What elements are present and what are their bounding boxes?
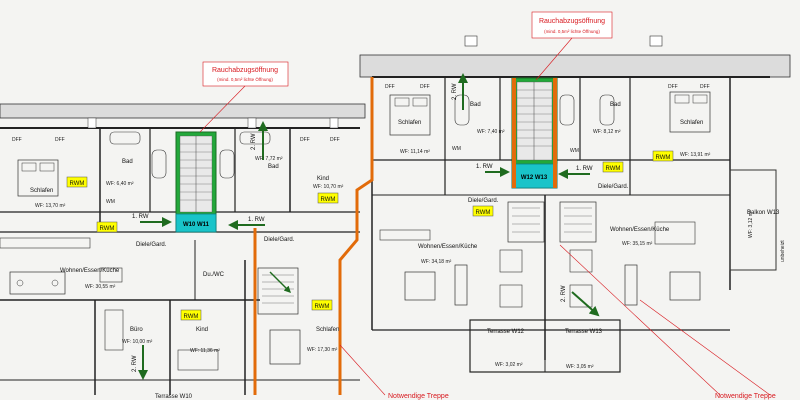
room-terrasse-w12: Terrasse W12 [487,329,525,335]
room-terrasse-w13: Terrasse W13 [565,329,603,335]
stair-label-right: W12 W13 [521,175,548,181]
room-diele-center: Diele/Gard. [264,237,295,243]
room-schlafen-w13: Schlafen [680,120,703,126]
room-buero: Büro [130,327,143,333]
room-diele-w12: Diele/Gard. [468,198,499,204]
rwm-tags: RWM RWM RWM RWM RWM RWM RWM RWM [66,150,674,321]
smoke-vent-annotation-right: Rauchabzugsöffnung (mind. 0,5m² lichte Ö… [531,11,613,81]
room-schlafen-w13-area: WF: 13,91 m² [680,152,711,158]
room-schlafen-left-area: WF: 13,70 m² [35,203,66,209]
room-diele-left: Diele/Gard. [136,242,167,248]
orange-walls [253,77,374,395]
escape-route-label-left: Notwendige Treppe [388,393,449,400]
room-wohnen-w13: Wohnen/Essen/Küche [610,227,670,233]
rwm-tag-4: RWM [315,304,330,310]
room-terrasse-w10: Terrasse W10 [155,394,193,400]
left-building [0,103,366,395]
wm-tag-1: WM [106,199,115,205]
room-balkon-w13-area: WF: 3,12 m² [748,210,754,238]
room-bad-left: Bad [122,159,133,165]
smoke-vent-sub-right: (mind. 0,5m² lichte Öffnung) [544,28,600,34]
rwm-tag-7: RWM [476,210,491,216]
room-schlafen-w12-area: WF: 11,14 m² [400,149,430,155]
escape-route-annotation: Notwendige Treppe Notwendige Treppe [339,244,776,400]
room-schlafen-left: Schlafen [30,188,53,194]
room-bad-w12: Bad [470,102,481,108]
room-terrasse-w12-area: WF: 3,02 m² [495,362,523,368]
smoke-vent-annotation-left: Rauchabzugsöffnung (mind. 0,5m² lichte Ö… [199,61,289,133]
room-wohnen-w12-area: WF: 34,18 m² [421,259,452,265]
room-kind-upper-area: WF: 10,70 m² [313,184,344,190]
smoke-vent-title-right: Rauchabzugsöffnung [539,18,605,25]
room-balkon-w13: Balkon W13 [747,210,780,216]
rwm-tag-1: RWM [70,181,85,187]
stairwell-right: W12 W13 [511,77,558,189]
route-arrows: 1. RW 1. RW 1. RW 1. RW 2. RW 2. RW 2. R… [132,73,600,380]
wm-tag-3: WM [570,148,579,154]
room-wohnen-left: Wohnen/Essen/Küche [60,268,120,274]
route-2rw-terrace: 2. RW [561,285,567,302]
room-bad-w13: Bad [610,102,621,108]
wm-tag-2: WM [452,146,461,152]
room-wohnen-w13-area: WF: 35,15 m² [622,241,653,247]
stair-label-left: W10 W11 [183,222,210,228]
room-schlafen-center: Schlafen [316,327,339,333]
route-2rw-buero: 2. RW [132,355,138,372]
room-kind-lower: Kind [196,327,208,333]
room-wohnen-w12: Wohnen/Essen/Küche [418,244,478,250]
dff-tag-3: DFF [300,137,310,143]
dff-tag-5: DFF [385,84,395,90]
room-diele-w13: Diele/Gard. [598,184,629,190]
room-kind-lower-area: WF: 11,36 m² [190,348,220,354]
rwm-tag-5: RWM [184,314,199,320]
misc-tags: DFF DFF DFF DFF DFF DFF DFF DFF WM WM WM [12,84,710,205]
rwm-tag-2: RWM [321,197,336,203]
route-1rw-w12: 1. RW [476,164,493,170]
dff-tag-1: DFF [12,137,22,143]
dff-tag-8: DFF [700,84,710,90]
room-schlafen-center-area: WF: 17,30 m² [307,347,338,353]
dff-tag-4: DFF [330,137,340,143]
room-labels: Schlafen WF: 13,70 m² Bad WF: 6,40 m² Ba… [30,102,786,400]
rwm-tag-6: RWM [656,155,671,161]
route-2rw-w12: 2. RW [452,83,458,100]
smoke-vent-sub-left: (mind. 0,5m² lichte Öffnung) [217,76,273,82]
room-schlafen-w12: Schlafen [398,120,421,126]
escape-route-label-right: Notwendige Treppe [715,393,776,400]
room-bad-w12-area: WF: 7,40 m² [477,129,505,135]
room-terrasse-w13-area: WF: 3,05 m² [566,364,594,370]
route-1rw-w13: 1. RW [576,166,593,172]
dff-tag-2: DFF [55,137,65,143]
room-bad-center: Bad [268,164,279,170]
room-du-wc: Du./WC [203,272,225,278]
room-buero-area: WF: 10,00 m² [122,339,153,345]
route-2rw-center: 2. RW [251,133,257,150]
stairwell-left: W10 W11 [175,131,217,233]
room-bad-left-area: WF: 6,40 m² [106,181,134,187]
rwm-tag-8: RWM [606,166,621,172]
rwm-tag-3: RWM [100,226,115,232]
dff-tag-7: DFF [668,84,678,90]
route-1rw-center: 1. RW [248,217,265,223]
route-1rw-left: 1. RW [132,214,149,220]
room-bad-center-area: WF: 7,72 m² [255,156,283,162]
room-wohnen-left-area: WF: 30,55 m² [85,284,116,290]
room-kind-upper: Kind [317,176,329,182]
dff-tag-6: DFF [420,84,430,90]
side-note-unbeheizt: unbeheizt [780,240,786,262]
smoke-vent-title-left: Rauchabzugsöffnung [212,67,278,74]
room-bad-w13-area: WF: 8,12 m² [593,129,621,135]
